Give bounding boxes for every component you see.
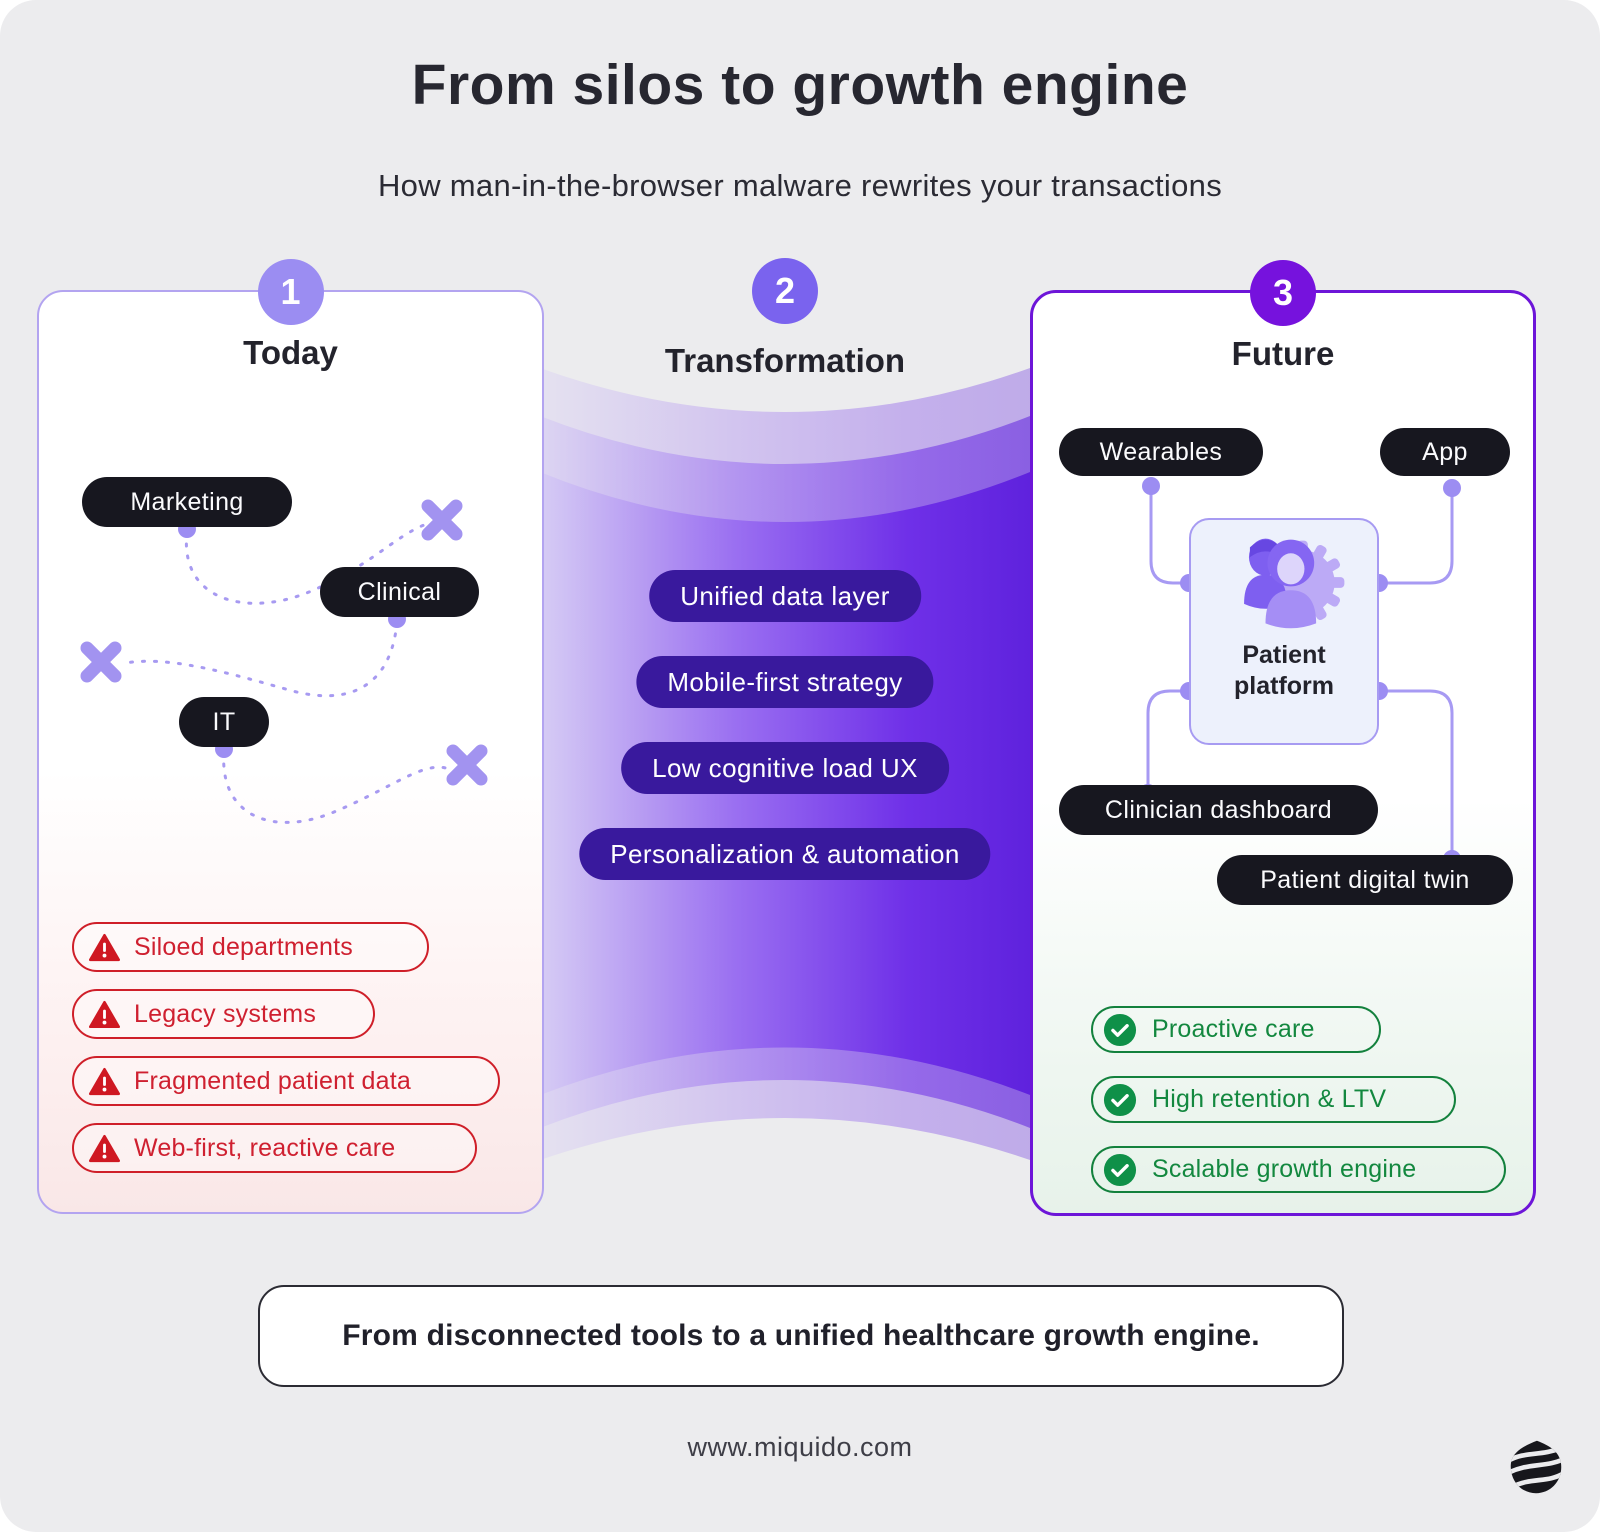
benefit-item: Proactive care (1091, 1006, 1381, 1053)
warning-icon (89, 933, 120, 961)
website-url: www.miquido.com (687, 1432, 913, 1462)
problem-label: Web-first, reactive care (134, 1133, 396, 1162)
benefit-label: Proactive care (1152, 1015, 1315, 1043)
patient-platform-card: Patient platform (1189, 518, 1379, 745)
problem-item: Fragmented patient data (72, 1056, 500, 1106)
problem-item: Web-first, reactive care (72, 1123, 477, 1173)
warning-icon (89, 1134, 120, 1162)
future-node-wearables: Wearables (1059, 428, 1263, 476)
check-icon (1103, 1153, 1137, 1186)
summary-box: From disconnected tools to a unified hea… (258, 1285, 1344, 1387)
future-node-patient-digital-twin: Patient digital twin (1217, 855, 1513, 905)
department-pill-it: IT (179, 697, 269, 747)
problem-label: Fragmented patient data (134, 1066, 411, 1095)
step-badge-2: 2 (752, 258, 818, 324)
problem-item: Legacy systems (72, 989, 375, 1039)
today-panel: 1 Today Marketing Clinical IT (37, 259, 544, 1214)
check-icon (1103, 1013, 1137, 1046)
transformation-step-pill: Mobile-first strategy (636, 656, 934, 708)
patient-platform-label: Patient platform (1234, 641, 1334, 701)
today-title: Today (243, 334, 338, 371)
transformation-steps: Unified data layer Mobile-first strategy… (540, 360, 1030, 1160)
transformation-step-pill: Personalization & automation (579, 828, 991, 880)
department-pill-marketing: Marketing (82, 477, 292, 527)
benefit-item: Scalable growth engine (1091, 1146, 1506, 1193)
page-subtitle: How man-in-the-browser malware rewrites … (377, 168, 1223, 203)
transformation-header: 2 Transformation (540, 258, 1030, 380)
benefit-label: Scalable growth engine (1152, 1155, 1417, 1183)
problem-label: Legacy systems (134, 999, 317, 1028)
check-icon (1103, 1083, 1137, 1116)
warning-icon (89, 1000, 120, 1028)
problem-label: Siloed departments (134, 932, 354, 961)
warning-icon (89, 1067, 120, 1095)
transformation-step-pill: Unified data layer (649, 570, 921, 622)
benefit-label: High retention & LTV (1152, 1085, 1387, 1113)
people-gear-icon (1244, 538, 1345, 629)
x-icon (80, 499, 488, 786)
transformation-step-pill: Low cognitive load UX (621, 742, 949, 794)
future-panel: 3 Future Wearables App (1030, 260, 1536, 1216)
summary-text: From disconnected tools to a unified hea… (342, 1319, 1260, 1352)
department-pill-clinical: Clinical (320, 567, 479, 617)
miquido-logo (1510, 1440, 1562, 1494)
step-badge-1: 1 (257, 259, 324, 325)
problem-item: Siloed departments (72, 922, 429, 972)
future-node-app: App (1380, 428, 1510, 476)
step-badge-3: 3 (1250, 260, 1316, 326)
future-node-clinician-dashboard: Clinician dashboard (1059, 785, 1378, 835)
page-title: From silos to growth engine (411, 53, 1189, 117)
transformation-title: Transformation (664, 342, 906, 379)
future-title: Future (1231, 335, 1335, 372)
benefit-item: High retention & LTV (1091, 1076, 1456, 1123)
